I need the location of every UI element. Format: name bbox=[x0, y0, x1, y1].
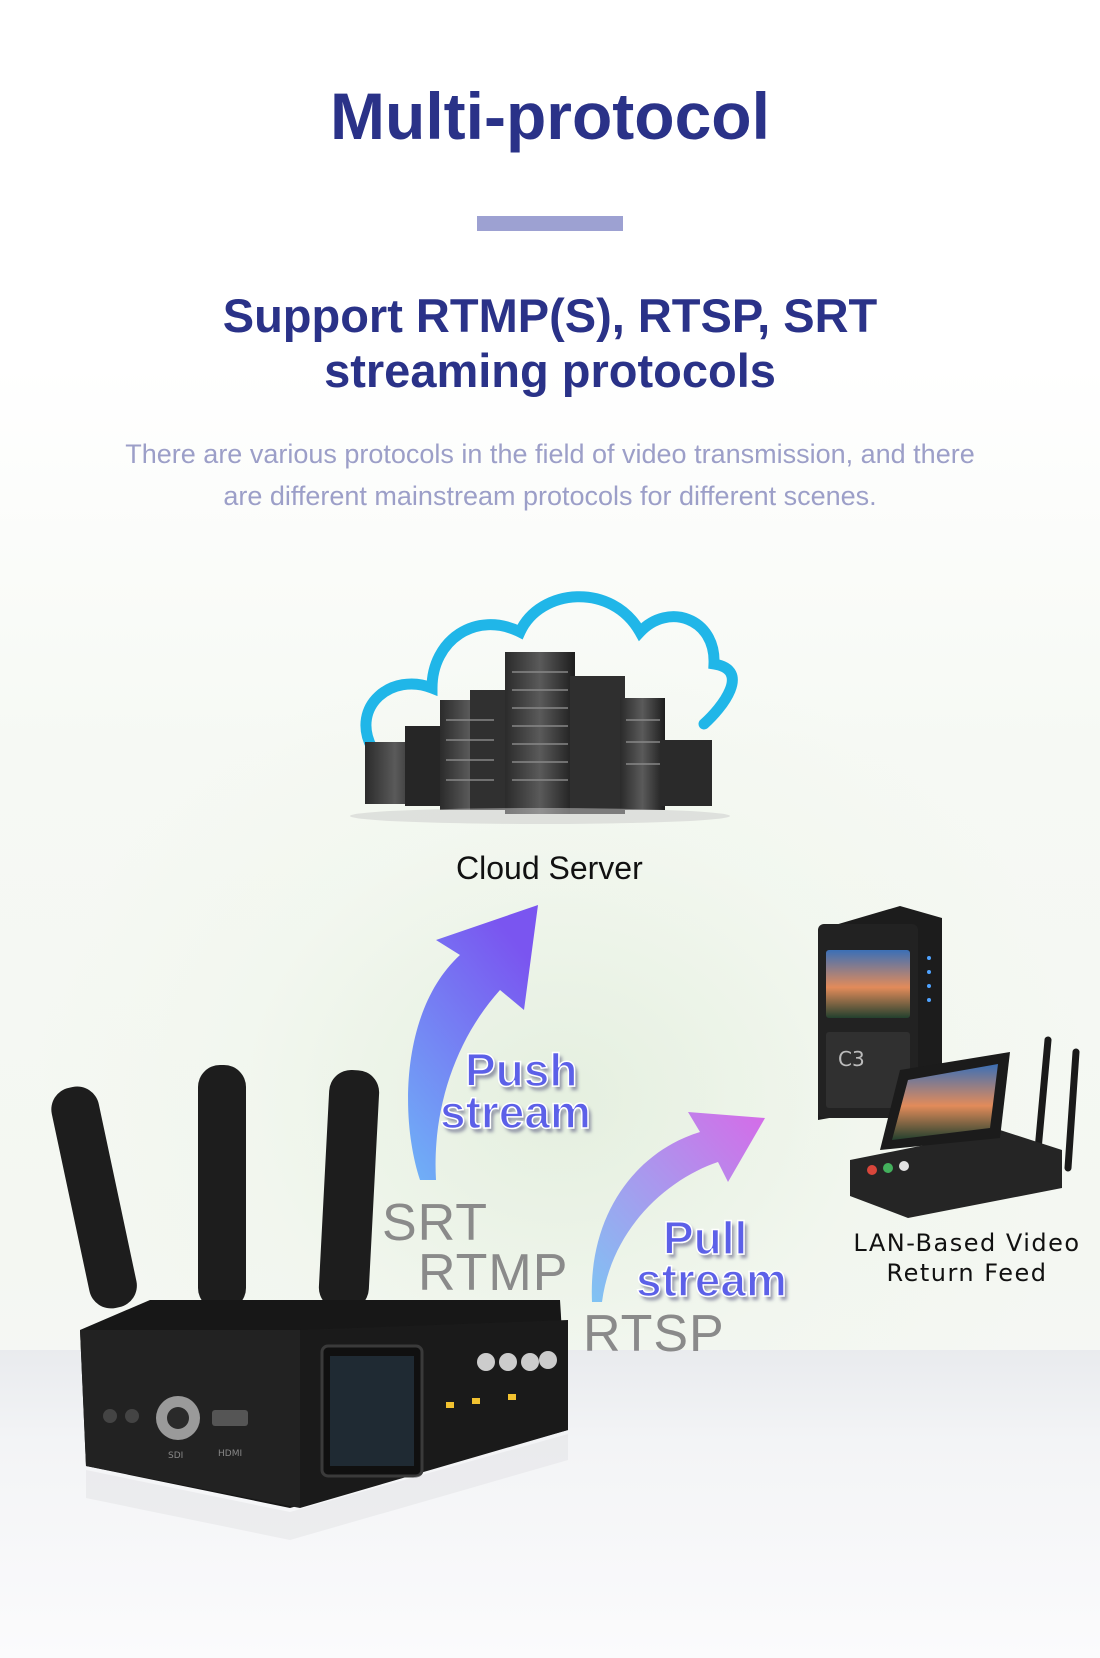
description-line-2: are different mainstream protocols for d… bbox=[223, 481, 877, 511]
protocol-rtmp-label: RTMP bbox=[418, 1244, 569, 1302]
page-subtitle: Support RTMP(S), RTSP, SRT streaming pro… bbox=[0, 288, 1100, 398]
switcher-device-icon bbox=[850, 1036, 1080, 1218]
cloud-server-label: Cloud Server bbox=[456, 850, 643, 886]
title-divider bbox=[477, 216, 623, 231]
description-line-1: There are various protocols in the field… bbox=[125, 439, 975, 469]
pull-stream-label-line-2: stream bbox=[635, 1254, 787, 1306]
protocol-srt-label: SRT bbox=[382, 1194, 489, 1252]
push-stream-label-line-1: Push bbox=[464, 1044, 578, 1096]
subtitle-line-1: Support RTMP(S), RTSP, SRT bbox=[222, 289, 878, 342]
page-title: Multi-protocol bbox=[330, 79, 770, 153]
description: There are various protocols in the field… bbox=[0, 433, 1100, 517]
sdi-port-label: SDI bbox=[168, 1451, 183, 1461]
svg-text:C3: C3 bbox=[838, 1047, 865, 1071]
lan-return-feed-label: LAN-Based Video Return Feed bbox=[853, 1229, 1081, 1287]
push-stream-arrow bbox=[408, 905, 538, 1180]
pull-stream-arrow bbox=[591, 1112, 765, 1302]
hdmi-port-label: HDMI bbox=[218, 1449, 242, 1459]
subtitle-line-2: streaming protocols bbox=[324, 344, 776, 397]
cloud-server-icon bbox=[350, 591, 738, 824]
encoder-device-icon: SDI HDMI bbox=[51, 1065, 568, 1540]
pull-stream-label-line-1: Pull bbox=[662, 1212, 748, 1264]
protocol-rtsp-label: RTSP bbox=[583, 1305, 725, 1363]
monitor-device-icon: C3 bbox=[818, 906, 942, 1120]
push-stream-label-line-2: stream bbox=[439, 1086, 591, 1138]
